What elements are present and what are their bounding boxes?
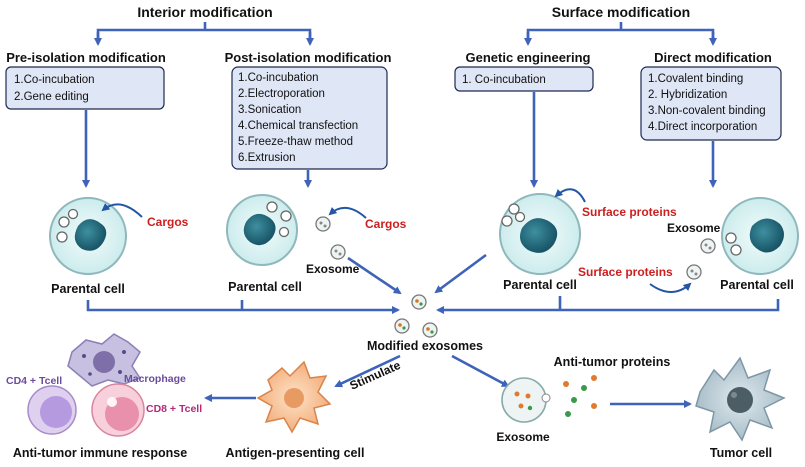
exosome-small-4 — [686, 264, 702, 280]
modified-exosomes-cluster — [394, 294, 438, 338]
cd8-tcell-label: CD8 + Tcell — [146, 403, 202, 415]
direct-item: 1.Covalent binding — [648, 73, 743, 85]
post-isolation-item: 6.Extrusion — [238, 152, 296, 164]
interior-heading: Interior modification — [137, 4, 272, 20]
cd4-tcell — [27, 385, 77, 435]
tumor-cell-label: Tumor cell — [710, 446, 772, 460]
surface-heading: Surface modification — [552, 4, 690, 20]
modified-exosomes-label: Modified exosomes — [367, 339, 483, 353]
post-isolation-item: 4.Chemical transfection — [238, 120, 358, 132]
cargo-arrow-1 — [101, 203, 143, 218]
interior-bracket — [96, 22, 312, 40]
parental-cell-label-2: Parental cell — [228, 280, 302, 294]
exosome-label-1: Exosome — [306, 262, 360, 276]
pre-isolation-item: 1.Co-incubation — [14, 74, 95, 86]
large-exosome — [501, 377, 551, 423]
pre-isolation-item: 2.Gene editing — [14, 91, 89, 103]
cd4-tcell-label: CD4 + Tcell — [6, 375, 62, 387]
surface-bracket — [526, 22, 715, 40]
post-isolation-box: 1.Co-incubation 2.Electroporation 3.Soni… — [231, 66, 388, 170]
stimulate-label: Stimulate — [348, 358, 403, 393]
post-isolation-item: 1.Co-incubation — [238, 72, 319, 84]
macrophage — [67, 333, 142, 387]
surface-proteins-label-1: Surface proteins — [582, 205, 677, 219]
surface-protein-arrow-1 — [554, 188, 586, 203]
direct-title: Direct modification — [654, 50, 772, 65]
surface-proteins-label-2: Surface proteins — [578, 265, 673, 279]
surface-protein-arrow-2 — [649, 282, 692, 293]
cell4-to-center-arrow — [436, 299, 780, 314]
direct-item: 2. Hybridization — [648, 89, 727, 101]
cargos-label-2: Cargos — [365, 217, 407, 231]
exosome-label-3: Exosome — [496, 430, 550, 444]
released-proteins — [563, 375, 597, 417]
cd8-tcell — [91, 383, 145, 437]
cargos-label-1: Cargos — [147, 215, 189, 229]
to-exosome-arrow — [451, 354, 510, 388]
immune-response-label: Anti-tumor immune response — [13, 446, 187, 460]
post-isolation-item: 5.Freeze-thaw method — [238, 136, 353, 148]
parental-cell-label-4: Parental cell — [720, 278, 794, 292]
anti-tumor-proteins-label: Anti-tumor proteins — [554, 355, 671, 369]
exosome-small-1 — [315, 216, 331, 232]
parental-cell-3 — [499, 193, 581, 275]
stimulate-arrow — [334, 354, 401, 388]
cargo-arrow-2 — [328, 207, 367, 219]
tumor-cell — [695, 356, 786, 442]
pre-isolation-title: Pre-isolation modification — [6, 50, 166, 65]
exosome-label-2: Exosome — [667, 221, 721, 235]
genetic-title: Genetic engineering — [466, 50, 591, 65]
pre-isolation-box: 1.Co-incubation 2.Gene editing — [5, 66, 165, 110]
parental-cell-label-3: Parental cell — [503, 278, 577, 292]
macrophage-label: Macrophage — [124, 373, 186, 385]
exosome-to-center-arrow — [347, 256, 402, 295]
post-isolation-item: 3.Sonication — [238, 104, 301, 116]
direct-box: 1.Covalent binding 2. Hybridization 3.No… — [640, 66, 782, 141]
genetic-box: 1. Co-incubation — [454, 66, 594, 92]
direct-item: 3.Non-covalent binding — [648, 105, 766, 117]
direct-item: 4.Direct incorporation — [648, 121, 757, 133]
antigen-presenting-cell — [256, 360, 332, 434]
genetic-item: 1. Co-incubation — [462, 74, 546, 86]
post-isolation-title: Post-isolation modification — [225, 50, 392, 65]
parental-cell-1 — [49, 197, 127, 275]
exosome-small-2 — [330, 244, 346, 260]
exosome-small-3 — [700, 238, 716, 254]
post-isolation-item: 2.Electroporation — [238, 88, 325, 100]
apc-label: Antigen-presenting cell — [226, 446, 365, 460]
parental-cell-2 — [226, 194, 298, 266]
cell1-to-center-arrow — [86, 300, 400, 314]
parental-cell-4 — [721, 197, 799, 275]
parental-cell-label-1: Parental cell — [51, 282, 125, 296]
cell3-to-center-arrow — [434, 253, 487, 294]
